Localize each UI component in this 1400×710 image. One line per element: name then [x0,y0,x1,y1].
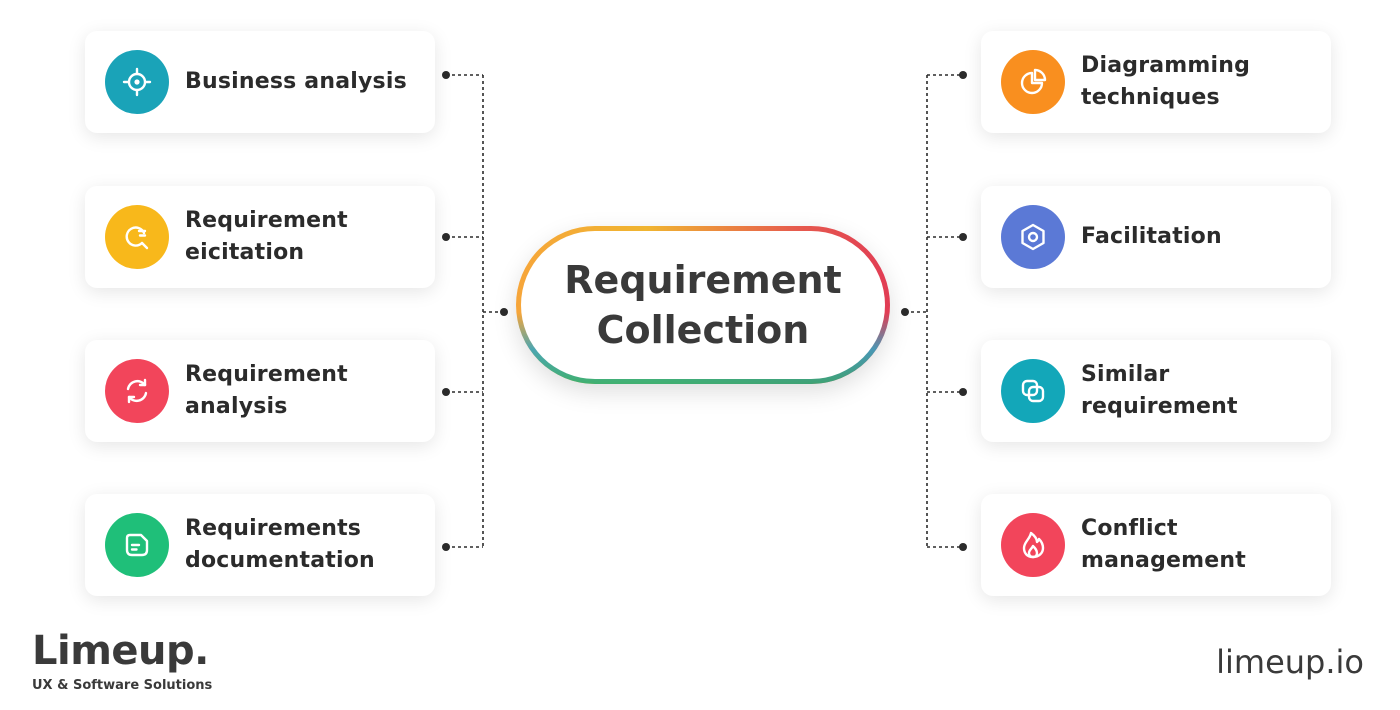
card-requirement-analysis: Requirement analysis [85,340,435,442]
hexagon-icon [1001,205,1065,269]
refresh-icon [105,359,169,423]
connector-dot [959,233,967,241]
connector-dot [901,308,909,316]
document-icon [105,513,169,577]
search-refresh-icon [105,205,169,269]
central-node-title: Requirement Collection [564,258,842,352]
card-label: Similar requirement [1081,362,1238,419]
card-label: Facilitation [1081,224,1222,249]
card-label: Diagramming techniques [1081,53,1251,110]
connector-dot [442,543,450,551]
card-label: Conflict management [1081,516,1246,573]
connector-dot [959,543,967,551]
connector-dot [442,71,450,79]
card-label: Business analysis [185,69,407,94]
fire-icon [1001,513,1065,577]
connector-dot [442,233,450,241]
site-url: limeup.io [1216,643,1364,681]
card-similar-requirement: Similar requirement [981,340,1331,442]
copy-icon [1001,359,1065,423]
card-diagramming-techniques: Diagramming techniques [981,31,1331,133]
card-label: Requirements documentation [185,516,375,573]
brand-logo: Limeup. UX & Software Solutions [32,628,212,694]
pie-chart-icon [1001,50,1065,114]
connector-dot [442,388,450,396]
central-node: Requirement Collection [516,226,890,384]
brand-tagline: UX & Software Solutions [32,678,213,693]
connector-dot [500,308,508,316]
card-conflict-management: Conflict management [981,494,1331,596]
card-facilitation: Facilitation [981,186,1331,288]
target-icon [105,50,169,114]
card-label: Requirement analysis [185,362,348,419]
card-business-analysis: Business analysis [85,31,435,133]
card-requirements-documentation: Requirements documentation [85,494,435,596]
brand-name: Limeup. [32,628,209,674]
card-label: Requirement eicitation [185,208,348,265]
connector-dot [959,388,967,396]
connector-dot [959,71,967,79]
card-requirement-eicitation: Requirement eicitation [85,186,435,288]
